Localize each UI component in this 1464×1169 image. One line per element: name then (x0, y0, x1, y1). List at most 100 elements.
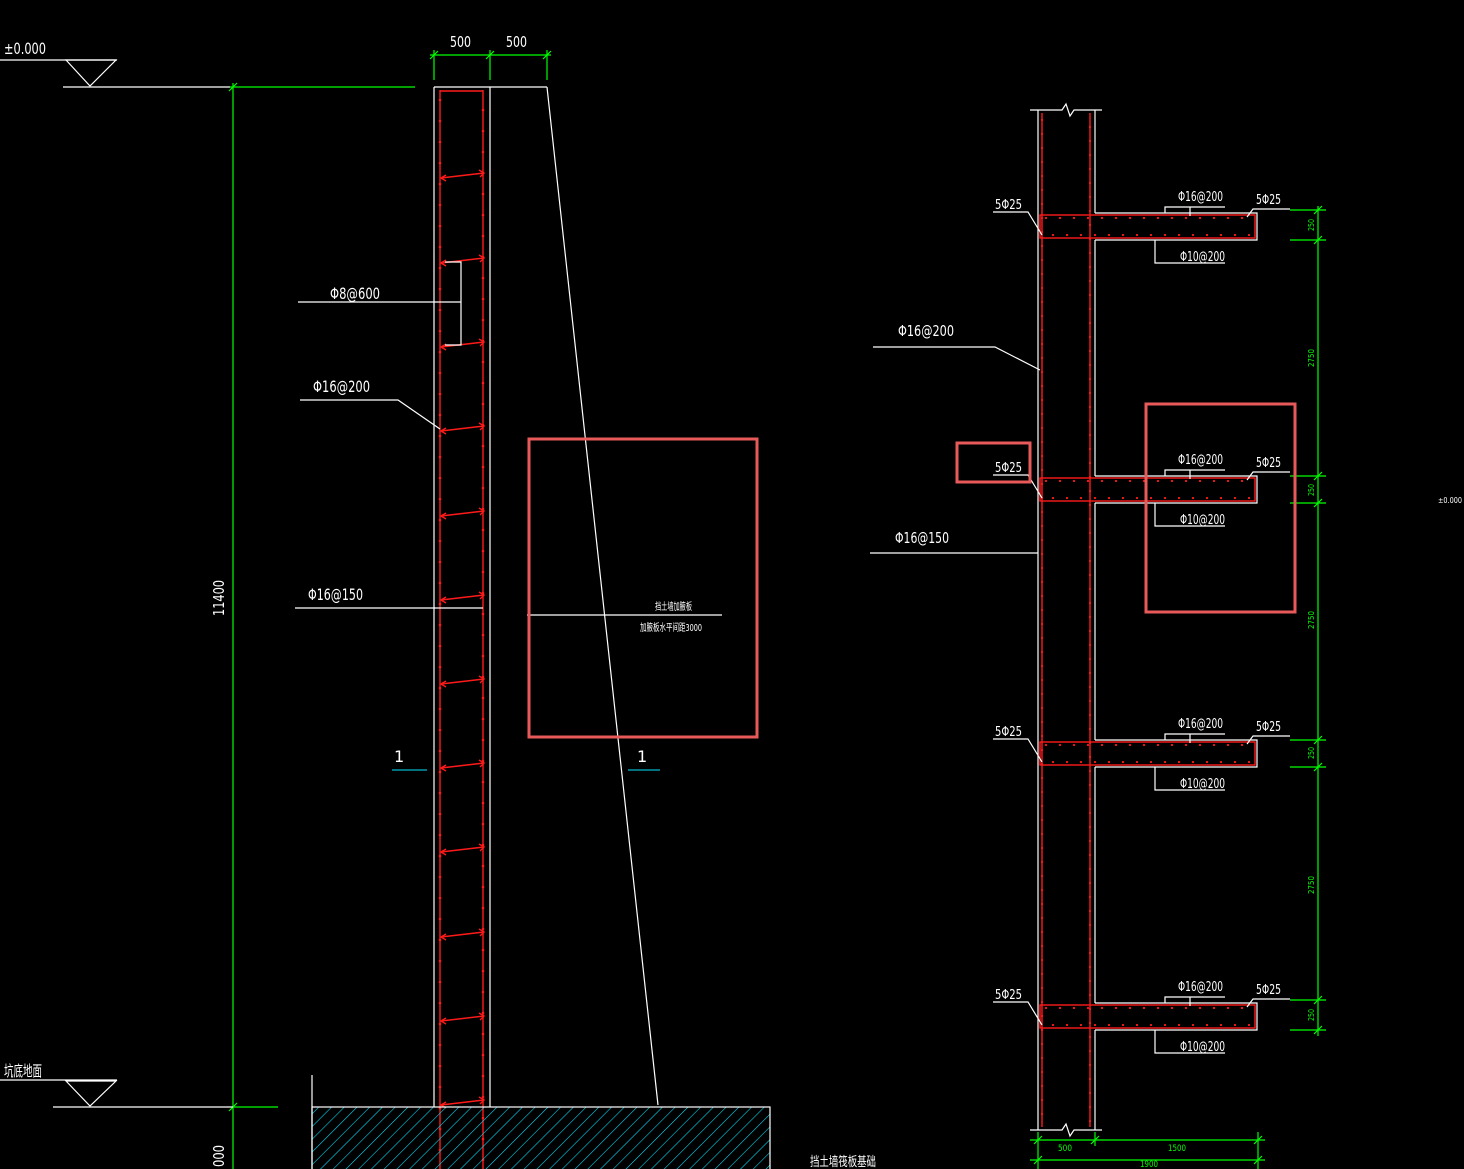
rebar-dot (1088, 769, 1092, 773)
rebar-dot (1088, 601, 1092, 605)
slab-rebar-cage (1039, 741, 1256, 766)
rebar-dot (1093, 496, 1097, 500)
wall-upper-rebar-label: Φ16@200 (898, 322, 954, 340)
rebar-dot (438, 791, 442, 795)
slab-top-bar-label: Φ16@200 (1178, 980, 1223, 995)
vertical-dim-label: 2750 (1307, 611, 1316, 629)
rebar-dot (481, 192, 485, 196)
rebar-dot (438, 98, 442, 102)
rebar-dot (1088, 181, 1092, 185)
rebar-dot (438, 875, 442, 879)
rebar-dot (1044, 743, 1048, 747)
section-mark-right: 1 (637, 747, 647, 766)
rebar-dot (438, 1064, 442, 1068)
rebar-dot (1088, 1049, 1092, 1053)
rebar-dot (1135, 1023, 1139, 1027)
slab-bottom-bar-label: Φ10@200 (1180, 777, 1225, 792)
rebar-dot (1205, 233, 1209, 237)
rebar-dot (1088, 853, 1092, 857)
rebar-dot (481, 213, 485, 217)
rebar-dot (1051, 233, 1055, 237)
rebar-dot (1088, 433, 1092, 437)
slab-rebar-cage (1039, 1004, 1256, 1029)
rebar-dot (1040, 748, 1044, 752)
rebar-dot (1040, 356, 1044, 360)
rebar-dot (481, 906, 485, 910)
stirrup-bar (439, 843, 486, 856)
rebar-dot (438, 119, 442, 123)
rebar-dot (1247, 233, 1251, 237)
left-bar-leader (993, 474, 1043, 499)
rebar-dot (1088, 713, 1092, 717)
top-bar-leader (1164, 733, 1225, 743)
top-elevation-symbol (64, 59, 118, 87)
rebar-dot (1088, 405, 1092, 409)
rebar-dot (1177, 1023, 1181, 1027)
rebar-dot (1040, 440, 1044, 444)
highlight-box-slab-rebar[interactable] (1144, 402, 1297, 614)
slab-top-bar-label: Φ16@200 (1178, 190, 1223, 205)
rebar-dot (481, 339, 485, 343)
rebar-dot (1051, 1023, 1055, 1027)
rebar-dot (1177, 496, 1181, 500)
slab-outline (1095, 739, 1258, 768)
rebar-dot (438, 560, 442, 564)
rebar-dot (1088, 881, 1092, 885)
rebar-dot (1088, 643, 1092, 647)
rebar-dot (1072, 743, 1076, 747)
rebar-dot (1086, 216, 1090, 220)
rebar-dot (1135, 760, 1139, 764)
slab-bottom-bar-label: Φ10@200 (1180, 1040, 1225, 1055)
rebar-dot (1128, 479, 1132, 483)
rebar-dot (1088, 517, 1092, 521)
rebar-dot (1142, 216, 1146, 220)
highlight-box-haunch[interactable] (527, 437, 759, 739)
rebar-dot (1040, 608, 1044, 612)
rebar-dot (1044, 1006, 1048, 1010)
rebar-dot (1184, 1006, 1188, 1010)
highlight-box-slab-bar[interactable] (955, 441, 1032, 484)
rebar-dot (1040, 930, 1044, 934)
rebar-dot (1040, 776, 1044, 780)
rebar-dot (438, 707, 442, 711)
rebar-dot (1040, 300, 1044, 304)
rebar-dot (1079, 233, 1083, 237)
rebar-dot (1040, 1000, 1044, 1004)
retaining-wall-section: ±0.000 500 500 11400 000 坑底地面 (0, 33, 876, 1169)
rebar-dot (1156, 1006, 1160, 1010)
rebar-dot (1088, 559, 1092, 563)
rebar-dot (1088, 349, 1092, 353)
rebar-dot (1079, 1023, 1083, 1027)
rebar-dot (1088, 251, 1092, 255)
rebar-dot (438, 812, 442, 816)
rebar-dot (1088, 1119, 1092, 1123)
rebar-dot (1219, 1023, 1223, 1027)
rebar-dot (1088, 125, 1092, 129)
rebar-dot (438, 665, 442, 669)
rebar-dot (1191, 1023, 1195, 1027)
rebar-dot (438, 287, 442, 291)
rebar-dot (1226, 479, 1230, 483)
rebar-dot (1088, 923, 1092, 927)
rebar-dot (438, 1043, 442, 1047)
stirrup-bar (439, 591, 486, 604)
rebar-dot (1170, 743, 1174, 747)
rebar-dot (1184, 216, 1188, 220)
rebar-dot (1233, 496, 1237, 500)
rebar-dot (438, 896, 442, 900)
rebar-dot (1191, 496, 1195, 500)
rebar-dot (1088, 993, 1092, 997)
rebar-dot (1040, 258, 1044, 262)
rebar-dot (1088, 321, 1092, 325)
slab-right-bar-label: 5Φ25 (1256, 456, 1281, 471)
rebar-dot (1065, 760, 1069, 764)
rebar-dot (1072, 1006, 1076, 1010)
rebar-dot (1205, 1023, 1209, 1027)
rebar-dot (481, 528, 485, 532)
rebar-dot (481, 696, 485, 700)
rebar-dot (1121, 1023, 1125, 1027)
rebar-dot (1100, 216, 1104, 220)
